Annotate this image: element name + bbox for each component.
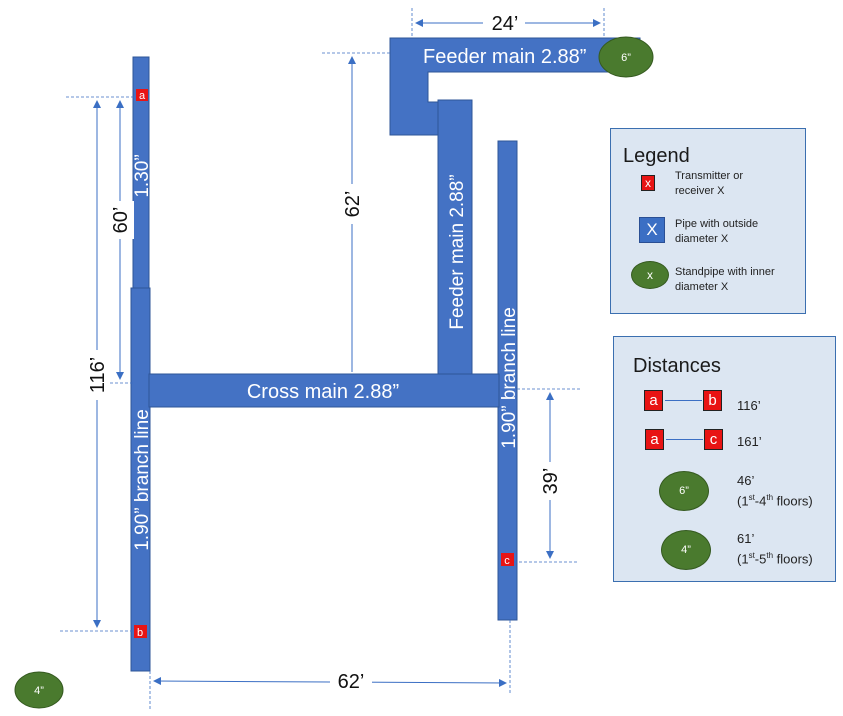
dim-cross-to-c-label: 39’ [540,468,562,495]
distance-ac-from: a [645,429,664,450]
distance-ab-arrow [665,400,702,401]
distances-title: Distances [633,355,721,377]
standpipe-6-inch-label: 6” [621,52,631,64]
point-b-marker [134,625,147,638]
legend-standpipe-symbol: x [631,261,669,289]
feeder-main-horizontal-label: Feeder main 2.88” [423,46,586,68]
distance-6in-value: 46’ [737,473,755,488]
legend-pipe-text: Pipe with outside diameter X [675,217,758,247]
legend-standpipe-symbol-text: x [647,268,653,282]
distance-4in-standpipe-symbol: 4” [661,530,711,570]
distance-4in-standpipe-text: 61’ (1st-5th floors) [737,530,813,567]
left-branch-lower-label: 1.90” branch line [132,409,153,551]
distance-4in-note-mid: -5 [754,551,767,567]
distance-6in-note-pre: (1 [737,493,749,509]
legend-pipe-symbol: X [639,217,665,243]
legend-transmitter-symbol: x [641,175,655,191]
legend-standpipe-line2: diameter X [675,281,729,293]
distance-ac-from-text: a [650,431,659,448]
distance-6in-note-post: floors) [773,493,813,509]
dim-bottom-width-label: 62’ [338,671,365,693]
distance-ac-value: 161’ [737,434,762,449]
dim-feeder-width-label: 24’ [492,13,519,35]
distance-4in-standpipe-symbol-text: 4” [681,544,691,556]
left-branch-lower-pipe [130,287,151,672]
legend-pipe-symbol-text: X [646,220,658,239]
distance-ab-to-text: b [708,392,717,409]
distance-6in-note-sup1: st [748,493,755,502]
point-a-label: a [139,90,146,102]
distance-4in-note-pre: (1 [737,551,749,567]
distance-4in-note-post: floors) [773,551,813,567]
legend-transmitter-line2: receiver X [675,185,725,197]
distance-ac-arrow [666,439,703,440]
feeder-main-vertical-label: Feeder main 2.88” [447,174,468,329]
legend-transmitter-text: Transmitter or receiver X [675,169,743,199]
legend-standpipe-text: Standpipe with inner diameter X [675,265,775,295]
distance-6in-standpipe-text: 46’ (1st-4th floors) [737,472,813,509]
feeder-main-vertical-pipe [437,99,473,376]
point-c-label: c [504,555,510,567]
distance-ac-to-text: c [709,431,718,448]
point-c-marker [501,553,514,566]
point-b-label: b [137,627,143,639]
standpipe-6-inch [598,36,654,78]
standpipe-4-inch-label: 4” [34,685,44,697]
dim-a-to-cross-label: 60’ [110,207,132,234]
distance-6in-standpipe-symbol: 6” [659,471,709,511]
legend-transmitter-line1: Transmitter or [675,170,744,182]
dim-a-to-b-label: 116’ [87,357,109,393]
distance-4in-note: (1st-5th floors) [737,547,813,567]
distance-ac-to: c [704,429,723,450]
cross-main-pipe [148,373,500,408]
dim-feeder-height-label: 62’ [342,191,364,218]
distance-ab-from: a [644,390,663,411]
dimension-guides [60,8,605,710]
legend-box: Legend x Transmitter or receiver X X Pip… [610,128,806,314]
legend-pipe-line2: diameter X [675,233,729,245]
distance-6in-note-mid: -4 [754,493,767,509]
right-branch-label: 1.90” branch line [499,307,520,449]
distance-6in-note-sup2: th [766,493,774,502]
distance-4in-value: 61’ [737,531,755,546]
left-branch-upper-label: 1.30” [132,154,153,197]
distance-4in-note-sup1: st [748,551,755,560]
distance-6in-standpipe-symbol-text: 6” [679,485,689,497]
legend-standpipe-line1: Standpipe with inner [675,266,775,278]
distance-ab-from-text: a [649,392,658,409]
distance-6in-note: (1st-4th floors) [737,489,813,509]
cross-main-label: Cross main 2.88” [247,381,399,403]
distance-ab-to: b [703,390,722,411]
point-a-marker [136,89,148,101]
distances-box: Distances a b 116’ a c 161’ 6” 46’ (1st-… [613,336,836,582]
legend-pipe-line1: Pipe with outside [675,218,759,230]
distance-ab-value: 116’ [737,398,761,413]
legend-title: Legend [623,145,690,167]
legend-transmitter-symbol-text: x [645,176,651,190]
standpipe-4-inch [14,671,64,709]
distance-4in-note-sup2: th [766,551,774,560]
